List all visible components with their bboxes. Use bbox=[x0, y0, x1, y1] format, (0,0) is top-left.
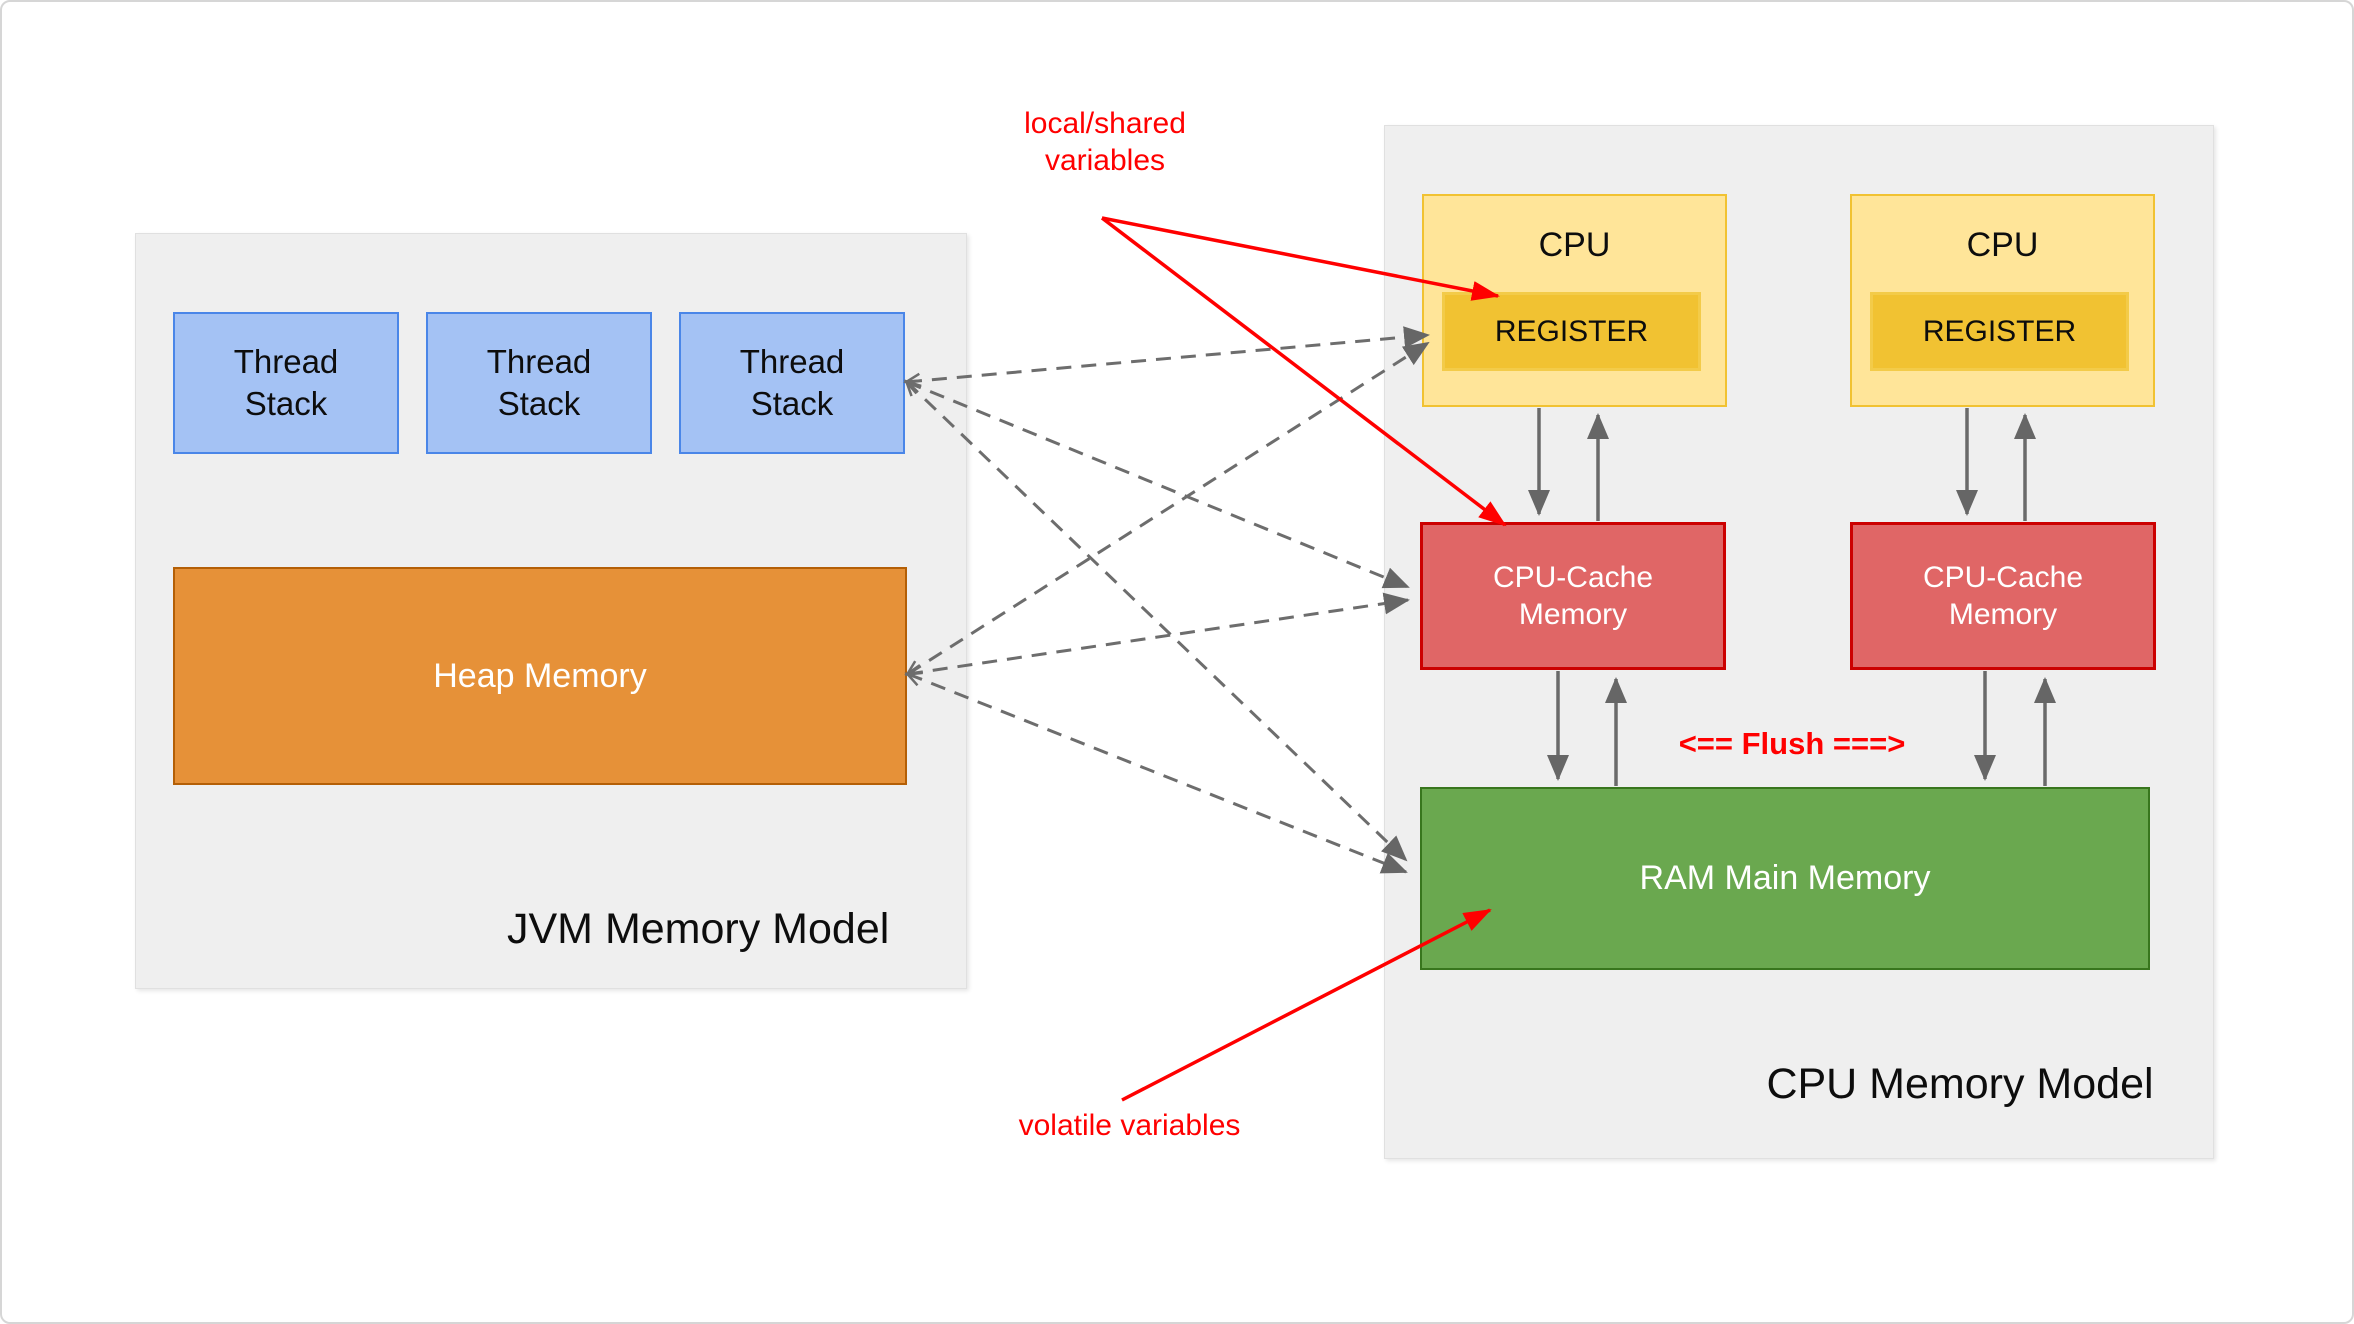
thread-stack-label: Thread bbox=[486, 343, 592, 381]
arrow-threadstack-ram bbox=[904, 379, 1408, 862]
arrow-threadstack-cache bbox=[903, 379, 1410, 589]
ram-main-memory-box: RAM Main Memory bbox=[1420, 787, 2150, 970]
heap-memory-label: Heap Memory bbox=[433, 656, 647, 695]
cpu-label: CPU bbox=[1538, 226, 1611, 264]
heap-memory-box: Heap Memory bbox=[173, 567, 907, 785]
local-shared-variables-annotation: local/shared variables bbox=[1024, 107, 1186, 177]
cpu-cache-label: CPU-Cache bbox=[1492, 560, 1654, 594]
ram-label: RAM Main Memory bbox=[1639, 859, 1931, 897]
flush-annotation: <== Flush ===> bbox=[1678, 726, 1906, 761]
thread-stack-box-1: Thread Stack bbox=[173, 312, 399, 454]
cpu-label: CPU bbox=[1966, 226, 2039, 264]
thread-stack-label: Thread bbox=[739, 343, 845, 381]
thread-stack-box-3: Thread Stack bbox=[679, 312, 905, 454]
cpu-box-2: CPU REGISTER bbox=[1850, 194, 2155, 407]
volatile-variables-annotation: volatile variables bbox=[1018, 1109, 1241, 1142]
arrow-threadstack-register bbox=[903, 326, 1430, 389]
register-label: REGISTER bbox=[1922, 314, 2077, 348]
register-box-1: REGISTER bbox=[1442, 292, 1701, 371]
register-box-2: REGISTER bbox=[1870, 292, 2129, 371]
jvm-panel-title: JVM Memory Model bbox=[507, 905, 890, 953]
cpu-cache-label: CPU-Cache bbox=[1922, 560, 2084, 594]
arrow-heap-cache bbox=[904, 592, 1410, 681]
register-label: REGISTER bbox=[1494, 314, 1649, 348]
cpu-cache-box-2: CPU-Cache Memory bbox=[1850, 522, 2156, 670]
cpu-panel-title: CPU Memory Model bbox=[1766, 1060, 2154, 1108]
cpu-cache-box-1: CPU-Cache Memory bbox=[1420, 522, 1726, 670]
cpu-box-1: CPU REGISTER bbox=[1422, 194, 1727, 407]
thread-stack-label: Thread bbox=[233, 343, 339, 381]
arrow-heap-register bbox=[904, 341, 1430, 677]
thread-stack-box-2: Thread Stack bbox=[426, 312, 652, 454]
arrow-heap-ram bbox=[904, 671, 1408, 874]
dashed-connections bbox=[903, 326, 1430, 874]
